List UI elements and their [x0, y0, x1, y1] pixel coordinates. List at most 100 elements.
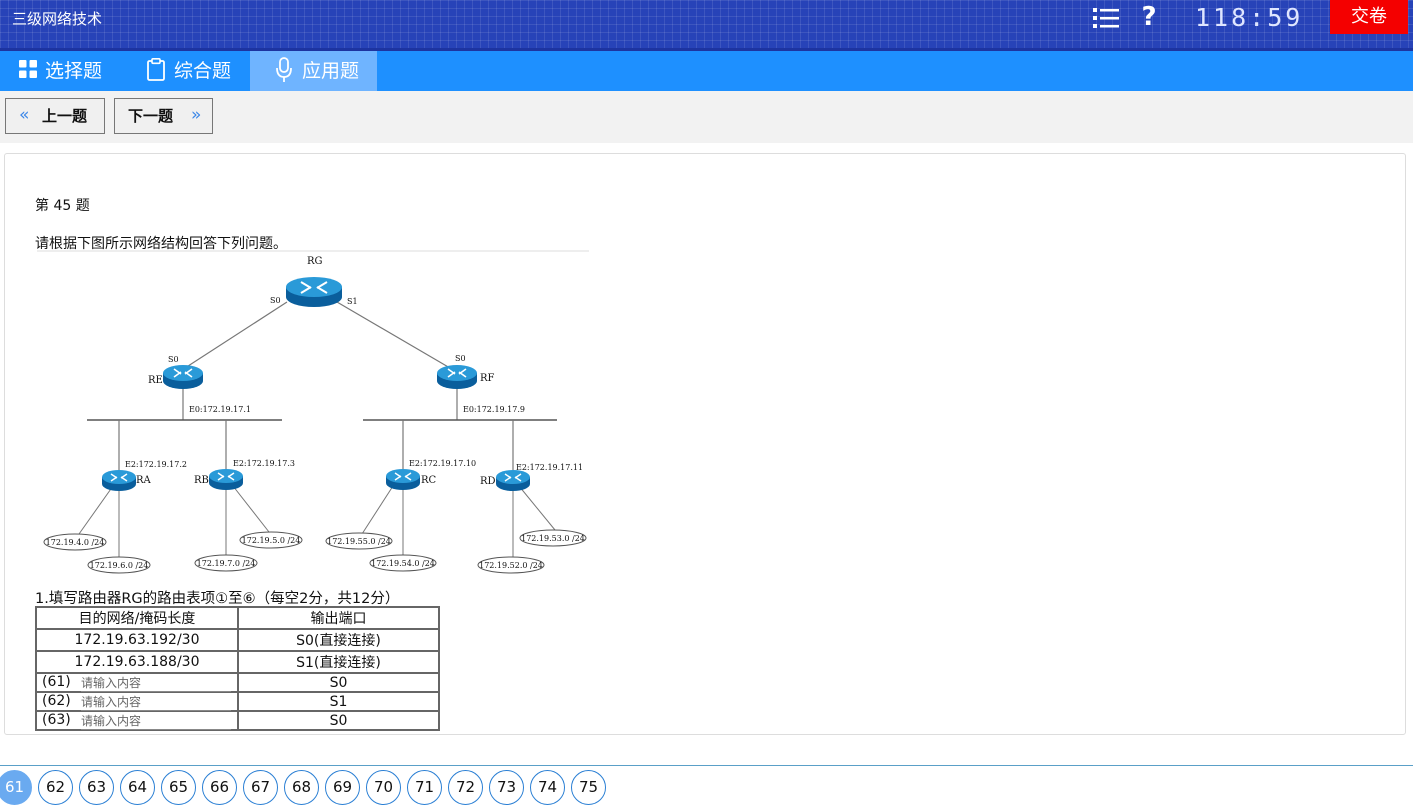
- port-label: S0: [270, 296, 281, 305]
- dest-cell: 172.19.63.188/30: [35, 650, 239, 674]
- blank-number: (61): [42, 674, 71, 690]
- page-button-73[interactable]: 73: [489, 770, 524, 805]
- answer-input-61[interactable]: [81, 675, 231, 692]
- port-label: S0: [455, 354, 466, 363]
- router-rg-icon: [285, 276, 343, 308]
- router-rd-label: RD: [480, 476, 496, 487]
- tab-label: 应用题: [302, 60, 360, 82]
- page-button-65[interactable]: 65: [161, 770, 196, 805]
- page-button-75[interactable]: 75: [571, 770, 606, 805]
- router-ra-label: RA: [136, 475, 152, 486]
- double-chevron-left-icon: «: [19, 105, 30, 125]
- table-row: 172.19.63.192/30 S0(直接连接): [35, 628, 440, 652]
- router-rg-label: RG: [307, 256, 323, 267]
- blank-number: (63): [42, 712, 71, 728]
- port-cell: S0: [237, 672, 440, 693]
- blank-number: (62): [42, 693, 71, 709]
- router-ra-icon: [101, 469, 137, 492]
- page-button-66[interactable]: 66: [202, 770, 237, 805]
- port-label: E2:172.19.17.11: [516, 463, 583, 472]
- subnet-label: 172.19.6.0 /24: [90, 561, 149, 570]
- subnet-label: 172.19.7.0 /24: [197, 559, 256, 568]
- question-nav-bar: « 上一题 下一题 »: [0, 91, 1413, 143]
- top-bar: 三级网络技术 ? 118:59 交卷: [0, 0, 1413, 51]
- dest-cell: 172.19.63.192/30: [35, 628, 239, 652]
- answer-input-63[interactable]: [81, 713, 231, 730]
- port-label: E0:172.19.17.1: [189, 405, 251, 414]
- page-button-71[interactable]: 71: [407, 770, 442, 805]
- router-re-icon: [162, 364, 204, 390]
- page-button-62[interactable]: 62: [38, 770, 73, 805]
- port-label: E2:172.19.17.10: [409, 459, 476, 468]
- next-question-label: 下一题: [128, 107, 174, 125]
- table-row: (61) S0: [35, 672, 440, 693]
- clipboard-icon: [147, 58, 165, 81]
- grid-icon: [19, 60, 37, 78]
- router-rc-label: RC: [421, 475, 437, 486]
- page-button-61[interactable]: 61: [0, 770, 32, 805]
- tab-label: 综合题: [174, 60, 232, 82]
- subnet-label: 172.19.5.0 /24: [242, 536, 301, 545]
- page-button-70[interactable]: 70: [366, 770, 401, 805]
- next-question-button[interactable]: 下一题 »: [114, 98, 213, 134]
- tab-multiple-choice[interactable]: 选择题: [0, 51, 122, 91]
- app-title: 三级网络技术: [12, 10, 103, 28]
- router-rf-label: RF: [480, 373, 495, 384]
- page-button-68[interactable]: 68: [284, 770, 319, 805]
- answer-input-62[interactable]: [81, 694, 231, 711]
- port-cell: S1: [237, 691, 440, 712]
- router-rb-label: RB: [194, 475, 209, 486]
- column-header: 输出端口: [237, 606, 440, 630]
- subnet-label: 172.19.55.0 /24: [327, 537, 391, 546]
- list-menu-icon[interactable]: [1093, 7, 1119, 29]
- table-row: 172.19.63.188/30 S1(直接连接): [35, 650, 440, 674]
- port-label: S0: [168, 355, 179, 364]
- answer-cell: (63): [35, 710, 239, 731]
- port-cell: S1(直接连接): [237, 650, 440, 674]
- port-label: E0:172.19.17.9: [463, 405, 525, 414]
- column-header: 目的网络/掩码长度: [35, 606, 239, 630]
- tab-application[interactable]: 应用题: [250, 51, 377, 91]
- answer-cell: (62): [35, 691, 239, 712]
- question-stem: 请根据下图所示网络结构回答下列问题。: [35, 236, 287, 252]
- answer-cell: (61): [35, 672, 239, 693]
- subnet-label: 172.19.52.0 /24: [479, 561, 543, 570]
- table-header-row: 目的网络/掩码长度 输出端口: [35, 606, 440, 630]
- submit-exam-button[interactable]: 交卷: [1330, 0, 1408, 34]
- router-rc-icon: [385, 468, 421, 491]
- router-rb-icon: [208, 468, 244, 491]
- countdown-timer: 118:59: [1195, 3, 1304, 32]
- page-button-74[interactable]: 74: [530, 770, 565, 805]
- page-button-72[interactable]: 72: [448, 770, 483, 805]
- page-button-67[interactable]: 67: [243, 770, 278, 805]
- subnet-label: 172.19.54.0 /24: [371, 559, 435, 568]
- double-chevron-right-icon: »: [191, 105, 202, 125]
- page-button-69[interactable]: 69: [325, 770, 360, 805]
- question-panel: 第 45 题 请根据下图所示网络结构回答下列问题。: [4, 153, 1406, 735]
- table-row: (63) S0: [35, 710, 440, 731]
- question-number: 第 45 题: [35, 198, 90, 214]
- subnet-label: 172.19.53.0 /24: [521, 534, 585, 543]
- port-label: E2:172.19.17.2: [125, 460, 187, 469]
- microphone-icon: [276, 57, 292, 82]
- prev-question-button[interactable]: « 上一题: [5, 98, 105, 134]
- router-rf-icon: [436, 364, 478, 390]
- tab-comprehensive[interactable]: 综合题: [122, 51, 250, 91]
- tab-label: 选择题: [45, 60, 103, 82]
- page-button-63[interactable]: 63: [79, 770, 114, 805]
- network-topology-diagram: RG RE RF RA RB RC RD S0 S1 S0 S0 E0:172.…: [37, 250, 589, 574]
- routing-table: 目的网络/掩码长度 输出端口 172.19.63.192/30 S0(直接连接)…: [35, 606, 440, 731]
- port-label: S1: [347, 297, 358, 306]
- page-button-64[interactable]: 64: [120, 770, 155, 805]
- router-rd-icon: [495, 469, 531, 492]
- prev-question-label: 上一题: [42, 107, 88, 125]
- port-cell: S0: [237, 710, 440, 731]
- table-row: (62) S1: [35, 691, 440, 712]
- port-cell: S0(直接连接): [237, 628, 440, 652]
- sub-question-text: 1.填写路由器RG的路由表项①至⑥（每空2分，共12分）: [35, 591, 400, 607]
- help-icon[interactable]: ?: [1141, 2, 1157, 32]
- section-tab-bar: 选择题 综合题 应用题: [0, 51, 1413, 91]
- router-re-label: RE: [148, 375, 163, 386]
- port-label: E2:172.19.17.3: [233, 459, 295, 468]
